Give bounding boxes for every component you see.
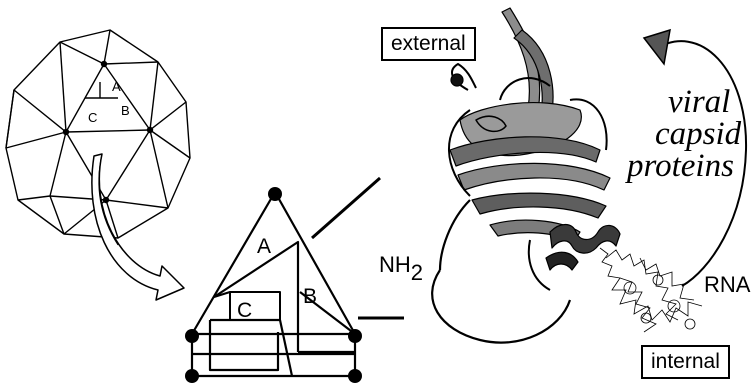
ico-face-a: A <box>112 79 121 94</box>
ico-face-c: C <box>88 110 97 125</box>
connector-lines <box>300 170 420 330</box>
internal-label: internal <box>641 345 730 379</box>
tri-face-a: A <box>257 235 271 259</box>
nh-subscript: 2 <box>411 260 423 285</box>
capsid-label-line3: proteins <box>627 148 734 185</box>
nh2-label: NH2 <box>379 252 423 278</box>
external-label: external <box>381 27 476 61</box>
tri-face-c: C <box>237 299 252 323</box>
nh-text: NH <box>379 252 411 277</box>
ico-face-b: B <box>121 103 130 118</box>
rna-label: RNA <box>704 272 750 298</box>
